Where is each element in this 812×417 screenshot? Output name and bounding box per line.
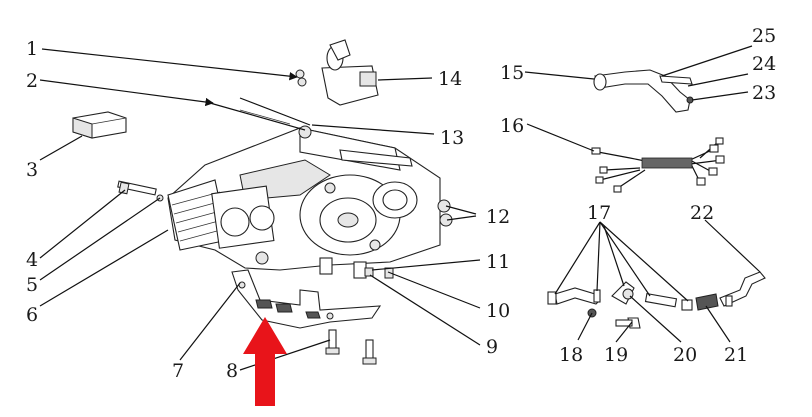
engine-assembly [167,125,441,279]
callout-15: 15 [500,62,524,84]
skid-plate [231,269,382,329]
studs [209,97,311,131]
callout-2: 2 [26,70,38,92]
carburetor [295,39,379,106]
callout-7: 7 [172,360,184,382]
nuts-12 [437,199,453,227]
callout-17: 17 [587,202,611,224]
callout-21: 21 [724,344,748,366]
exhaust-pipe [593,69,694,113]
leader-lines [39,45,761,371]
block-3 [72,111,127,139]
wiring-harness [591,137,725,193]
callout-14: 14 [438,68,462,90]
callout-12: 12 [486,206,510,228]
callout-18: 18 [559,344,583,366]
callout-25: 25 [752,25,776,47]
callout-16: 16 [500,115,524,137]
callout-20: 20 [673,344,697,366]
callout-9: 9 [486,336,498,358]
callout-13: 13 [440,127,464,149]
callout-22: 22 [690,202,714,224]
highlight-arrow [243,317,287,406]
callout-6: 6 [26,304,38,326]
callout-3: 3 [26,159,38,181]
callout-numbers: 1 2 3 4 5 6 7 8 9 10 11 12 13 14 15 16 1… [26,25,776,382]
callout-8: 8 [226,360,238,382]
callout-19: 19 [604,344,628,366]
callout-24: 24 [752,53,776,75]
callout-1: 1 [26,38,38,60]
fuel-lines [547,271,766,329]
callout-10: 10 [486,300,510,322]
callout-23: 23 [752,82,776,104]
callout-11: 11 [486,251,510,273]
callout-4: 4 [26,249,38,271]
bolt-8 [325,329,377,365]
callout-5: 5 [26,274,38,296]
